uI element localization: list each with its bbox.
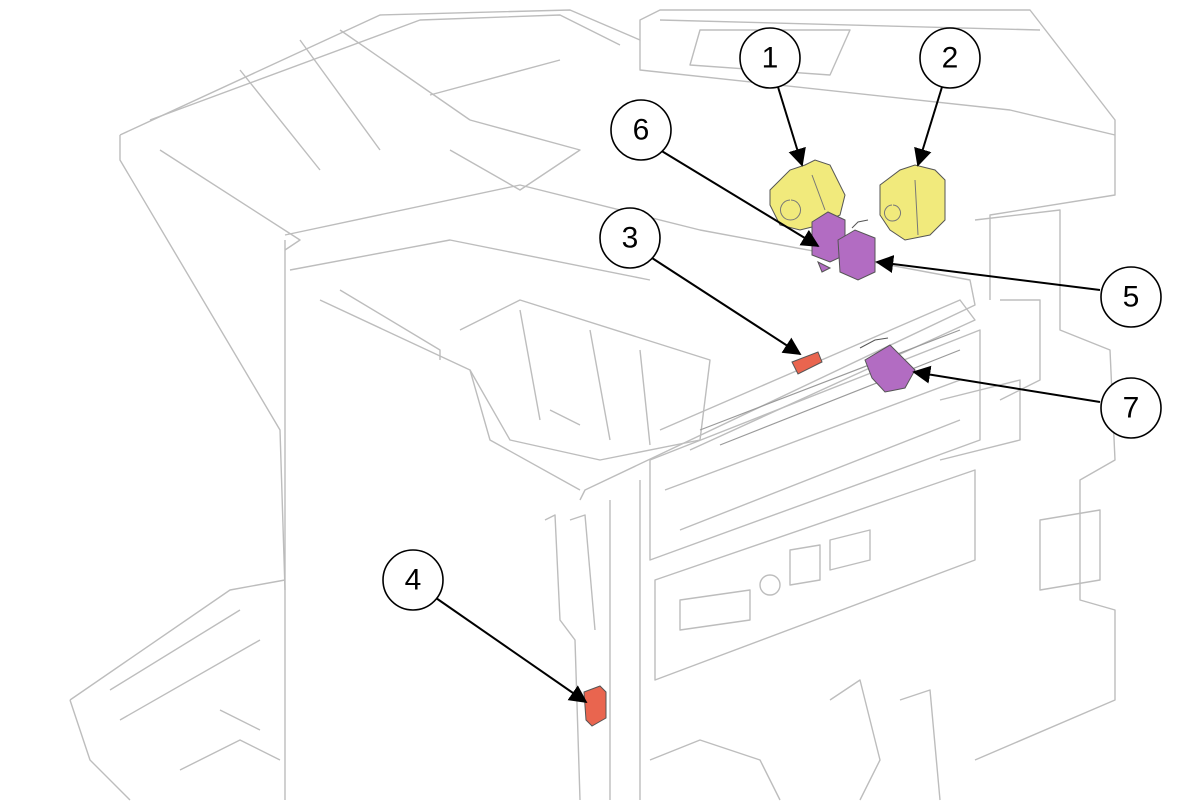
finisher-line-art	[69, 9, 1116, 801]
svg-text:3: 3	[622, 222, 639, 255]
motor-2	[879, 164, 946, 241]
callout-5: 5	[1100, 266, 1162, 328]
sensor-4	[583, 685, 607, 727]
callout-7: 7	[1100, 377, 1162, 439]
solenoid-5	[837, 219, 876, 281]
callout-arrows	[435, 86, 1101, 704]
svg-text:7: 7	[1123, 392, 1140, 425]
callout-6: 6	[610, 99, 672, 161]
solenoid-7	[859, 337, 916, 393]
svg-text:5: 5	[1123, 281, 1140, 314]
callout-4: 4	[382, 549, 444, 611]
callout-1: 1	[739, 27, 801, 89]
callout-2: 2	[919, 27, 981, 89]
sensor-3	[791, 351, 823, 375]
svg-text:1: 1	[762, 42, 779, 75]
svg-text:6: 6	[633, 114, 650, 147]
callout-3: 3	[599, 207, 661, 269]
svg-text:2: 2	[942, 42, 959, 75]
svg-text:4: 4	[405, 564, 422, 597]
